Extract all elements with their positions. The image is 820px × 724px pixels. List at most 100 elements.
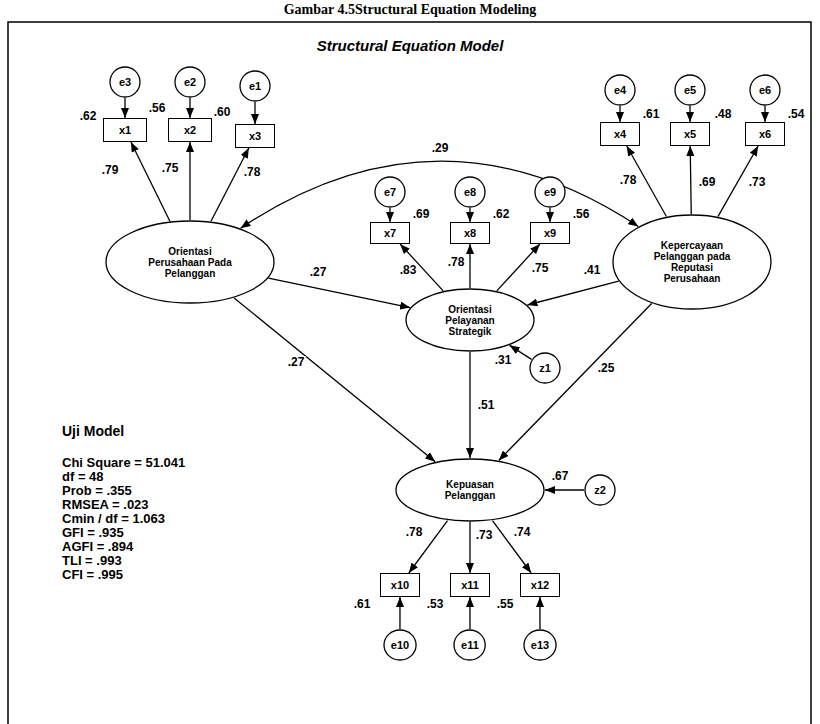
path-arrow [211,148,249,221]
path-arrow [469,522,470,573]
node-text: x2 [184,124,196,136]
r-square: .67 [551,470,570,482]
indicator-box: x9 [530,222,570,244]
r-square: .31 [494,354,513,366]
node-text: e2 [184,76,196,88]
ellipse-shape [530,353,560,383]
ellipse-shape [175,67,205,97]
node-text: x7 [384,227,396,239]
r-square: .54 [787,108,806,120]
path-arrow [389,208,390,222]
indicator-box: x7 [370,222,410,244]
error-circle: e5 [674,74,706,106]
coefficient-label: .51 [477,399,496,411]
path-arrow [510,345,532,359]
ellipse-shape [454,630,485,660]
coefficient-label: .78 [405,526,424,538]
node-text: e9 [544,186,556,198]
diagram-title: Structural Equation Model [0,37,820,54]
indicator-box: x2 [168,118,212,142]
error-circle: e6 [749,74,781,106]
fit-index: GFI = .935 [62,526,124,539]
error-circle: z1 [529,352,561,384]
error-circle: e11 [453,629,486,661]
coefficient-label: .78 [619,174,638,186]
path-arrow [399,597,400,629]
indicator-box: x11 [450,573,490,597]
ellipse-shape [605,75,635,105]
fit-index: Cmin / df = 1.063 [62,512,165,525]
coefficient-label: .73 [748,176,767,188]
ellipse-shape [750,75,780,105]
ellipse-shape [675,75,705,105]
path-arrow [254,102,255,124]
coefficient-label: .41 [583,264,602,276]
node-text: x10 [391,579,409,591]
r-square: .55 [496,598,515,610]
r-square: .62 [492,208,511,220]
latent-ellipse: Kepercayaan Pelanggan pada Reputasi Peru… [612,214,772,310]
coefficient-label: .73 [475,529,494,541]
path-arrow [527,281,618,305]
coefficient-label: .78 [243,166,262,178]
path-arrow [469,208,470,222]
node-text: x3 [249,130,261,142]
node-text: e7 [384,186,396,198]
indicator-box: x3 [235,124,275,148]
node-text: e8 [464,186,476,198]
path-arrow [492,521,531,573]
error-circle: e4 [604,74,636,106]
node-text: x4 [614,128,626,140]
indicator-box: x4 [600,122,640,146]
path-arrow [268,278,410,307]
path-arrow [189,98,190,118]
path-arrow [545,489,584,490]
error-circle: e8 [454,176,486,208]
ellipse-shape [240,71,270,101]
node-text: x12 [531,579,549,591]
fit-index: TLI = .993 [62,554,122,567]
path-arrow [539,597,540,629]
coefficient-label: .78 [447,256,466,268]
node-text: x6 [759,128,771,140]
ellipse-shape [406,289,534,351]
coefficient-label: .83 [399,264,418,276]
path-arrow [234,298,435,462]
path-arrow [690,146,691,214]
error-circle: e10 [383,629,417,661]
coefficient-label: .75 [531,262,550,274]
error-circle: e3 [109,66,141,98]
path-arrow [189,142,190,220]
latent-ellipse: Kepuasan Pelanggan [395,458,545,522]
coefficient-label: .25 [597,362,616,374]
fit-index: Prob = .355 [62,484,132,497]
node-text: e3 [119,76,131,88]
fit-index: df = 48 [62,470,104,483]
node-text: Orientasi Perusahaan Pada Pelanggan [148,246,233,279]
fit-index: RMSEA = .023 [62,498,149,511]
r-square: .60 [213,106,232,118]
path-arrow [689,106,690,122]
ellipse-shape [585,475,615,505]
indicator-box: x12 [520,573,560,597]
node-text: Kepuasan Pelanggan [430,479,510,501]
fit-index: Chi Square = 51.041 [62,456,185,469]
node-text: e6 [759,84,771,96]
error-circle: e9 [534,176,566,208]
ellipse-shape [613,215,771,309]
path-arrow [469,597,470,629]
node-text: x5 [684,128,696,140]
r-square: .56 [148,102,167,114]
path-arrow [469,352,470,458]
covariance-curve [241,161,639,228]
ellipse-shape [106,221,274,303]
node-text: Orientasi Pelayanan Strategik [434,304,506,337]
coefficient-label: .74 [513,526,532,538]
coefficient-label: .29 [431,142,450,154]
r-square: .53 [426,598,445,610]
error-circle: e13 [523,629,557,661]
error-circle: z2 [584,474,616,506]
indicator-box: x8 [450,222,490,244]
ellipse-shape [375,177,405,207]
node-text: e13 [531,639,549,651]
